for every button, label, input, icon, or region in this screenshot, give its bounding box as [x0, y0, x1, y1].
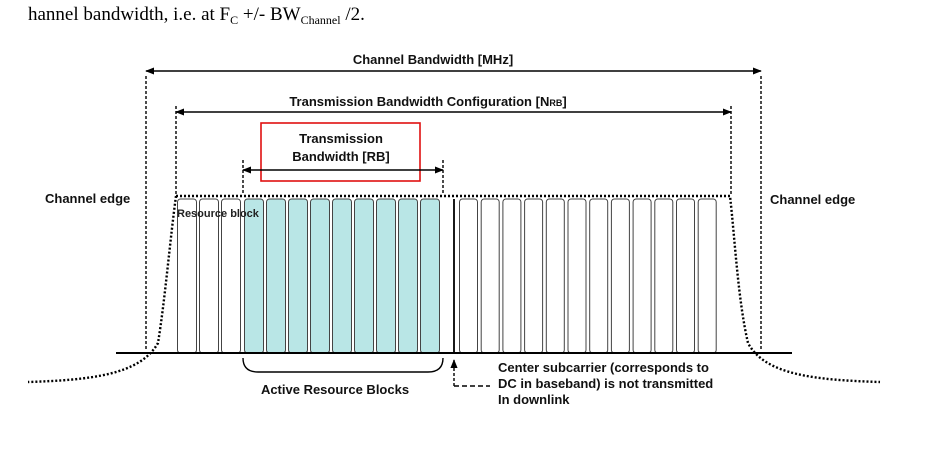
resource-block — [199, 198, 219, 354]
spectrum-envelope-left — [27, 195, 178, 384]
resource-block — [632, 198, 652, 354]
active-resource-block — [332, 198, 352, 354]
resource-block — [697, 198, 717, 354]
resource-block — [589, 198, 609, 354]
resource-block — [177, 198, 197, 354]
active-resource-block — [376, 198, 396, 354]
channel-edge-right-label: Channel edge — [770, 192, 855, 207]
resource-block — [654, 198, 674, 354]
caption-text: hannel bandwidth, i.e. at FC +/- BWChann… — [28, 4, 365, 27]
center-subcarrier-text-2: DC in baseband) is not transmitted — [498, 376, 713, 391]
tx-bw-config-label: Transmission Bandwidth Configuration [NR… — [289, 94, 566, 109]
active-resource-block — [266, 198, 286, 354]
tx-bandwidth-label-1: Transmission — [299, 131, 383, 146]
tx-bandwidth-box — [260, 122, 421, 182]
active-resource-block — [354, 198, 374, 354]
guide-lines — [145, 76, 762, 350]
resource-block — [524, 198, 544, 354]
resource-block — [502, 198, 522, 354]
resource-block — [480, 198, 500, 354]
resource-block — [610, 198, 630, 354]
center-subcarrier-text-1: Center subcarrier (corresponds to — [498, 360, 709, 375]
channel-bandwidth-label: Channel Bandwidth [MHz] — [353, 52, 513, 67]
active-resource-block — [244, 198, 264, 354]
active-resource-block — [420, 198, 440, 354]
active-rb-label: Active Resource Blocks — [261, 382, 409, 397]
active-resource-block — [288, 198, 308, 354]
resource-block — [459, 198, 478, 354]
active-resource-block — [310, 198, 330, 354]
spectrum-envelope — [176, 194, 881, 384]
channel-edge-left-label: Channel edge — [45, 191, 130, 206]
resource-block — [567, 198, 587, 354]
center-subcarrier-text-3: In downlink — [498, 392, 570, 407]
resource-block — [221, 198, 241, 354]
resource-blocks — [177, 198, 717, 354]
resource-block — [545, 198, 565, 354]
resource-block-label: Resource block — [177, 208, 260, 220]
resource-block — [676, 198, 695, 354]
active-rb-bracket — [242, 357, 444, 373]
tx-bandwidth-label-2: Bandwidth [RB] — [292, 149, 389, 164]
active-resource-block — [398, 198, 418, 354]
